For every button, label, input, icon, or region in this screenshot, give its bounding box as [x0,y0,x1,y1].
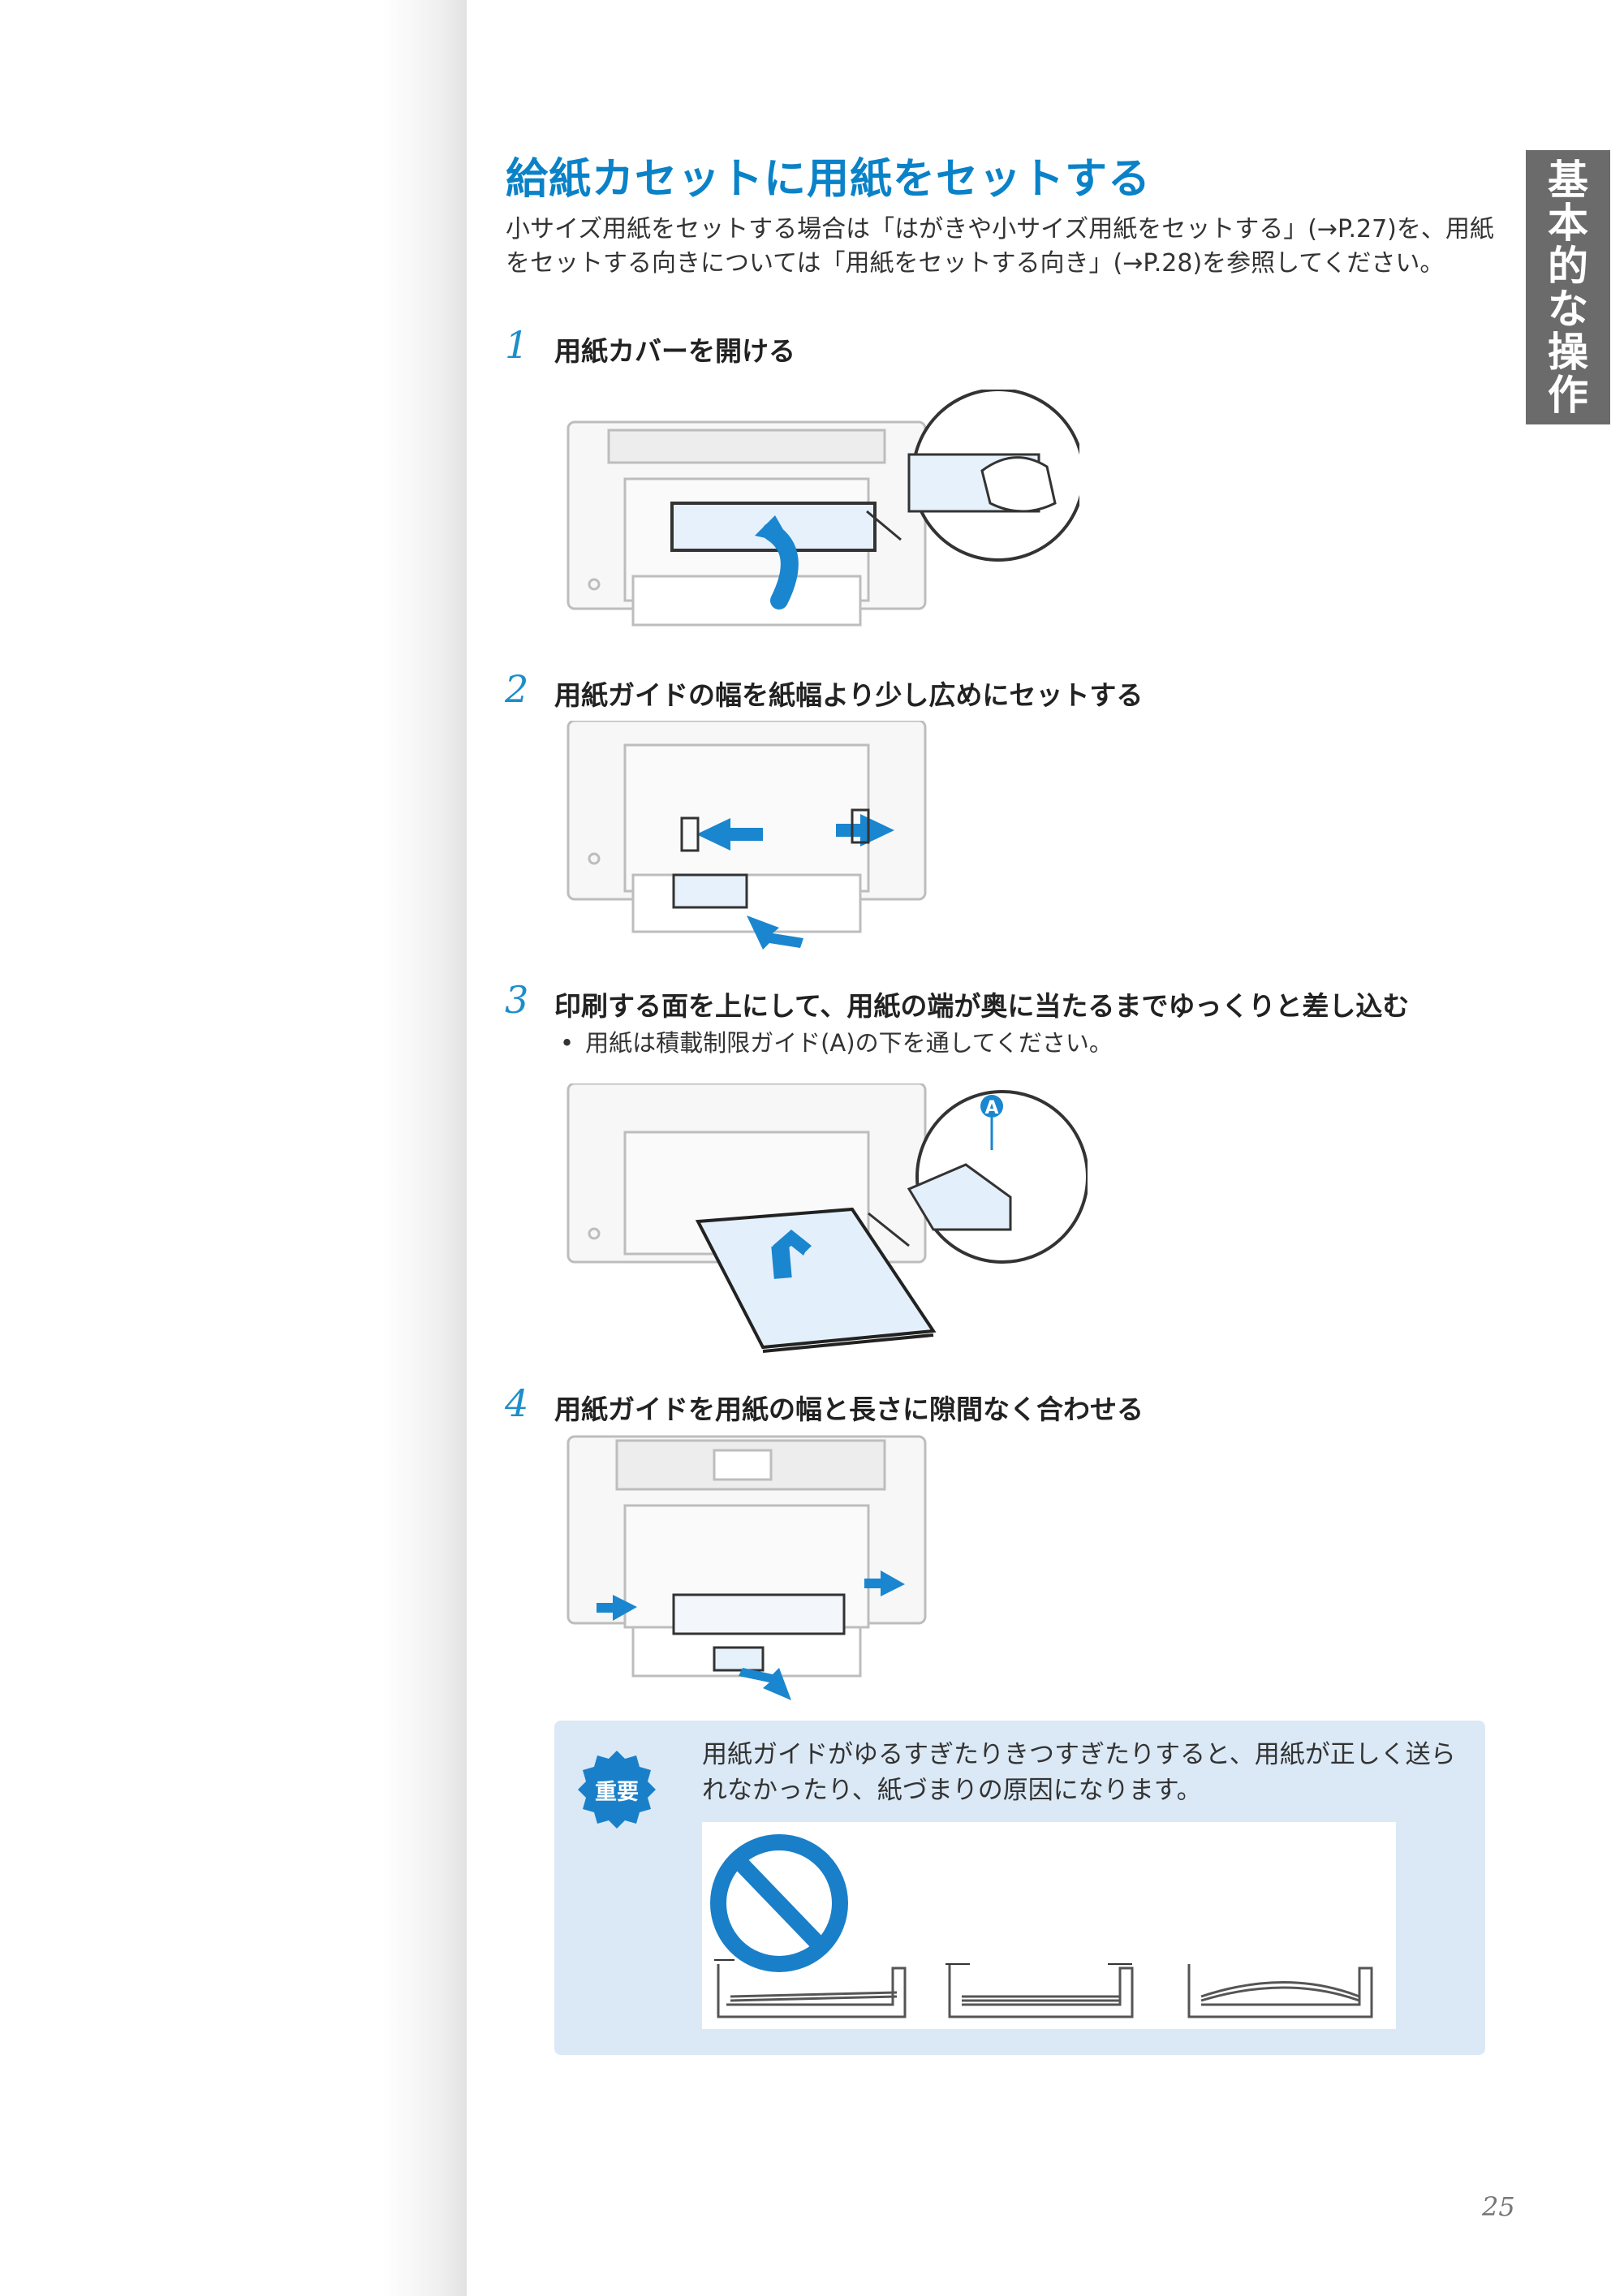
illustration-align-paper-guides [566,1435,927,1700]
illustration-insert-paper: A [566,1083,1088,1353]
incorrect-guide-illustration [710,1834,1373,2018]
step-text: 印刷する面を上にして、用紙の端が奥に当たるまでゆっくりと差し込む [554,990,1410,1022]
notice-figure [702,1822,1396,2029]
section-title: 給紙カセットに用紙をセットする [506,155,1152,204]
prohibited-icon [710,1834,848,1972]
side-tab-char: 操 [1548,328,1588,376]
step-text: 用紙ガイドを用紙の幅と長さに隙間なく合わせる [554,1394,1144,1425]
step-text: 用紙ガイドの幅を紙幅より少し広めにセットする [554,679,1144,711]
callout-label-a: A [984,1098,998,1118]
step-number: 3 [505,978,529,1022]
chapter-side-tab[interactable]: 基 本 的 な 操 作 [1526,150,1610,424]
section-intro: 小サイズ用紙をセットする場合は「はがきや小サイズ用紙をセットする」(→P.27)… [506,215,1494,278]
side-tab-char: 作 [1548,371,1588,419]
illustration-open-paper-cover [566,390,1079,627]
step-bullet: •用紙は積載制限ガイド(A)の下を通してください。 [560,1029,1113,1057]
page-number: 25 [1482,2191,1515,2222]
side-tab-char: な [1548,285,1588,333]
important-badge-icon [578,1751,656,1829]
step-number: 1 [505,323,529,367]
step-text: 用紙カバーを開ける [554,335,795,367]
side-tab-char: 基 [1548,156,1588,204]
step-number: 4 [505,1381,529,1425]
step-number: 2 [505,667,529,711]
side-tab-char: 本 [1548,199,1588,247]
page-left-shade [0,0,467,2296]
side-tab-char: 的 [1548,242,1588,290]
illustration-adjust-paper-guides [566,721,927,950]
important-badge-label: 重要 [595,1779,639,1805]
notice-text: 用紙ガイドがゆるすぎたりきつすぎたりすると、用紙が正しく送られなかったり、紙づま… [702,1740,1456,1805]
